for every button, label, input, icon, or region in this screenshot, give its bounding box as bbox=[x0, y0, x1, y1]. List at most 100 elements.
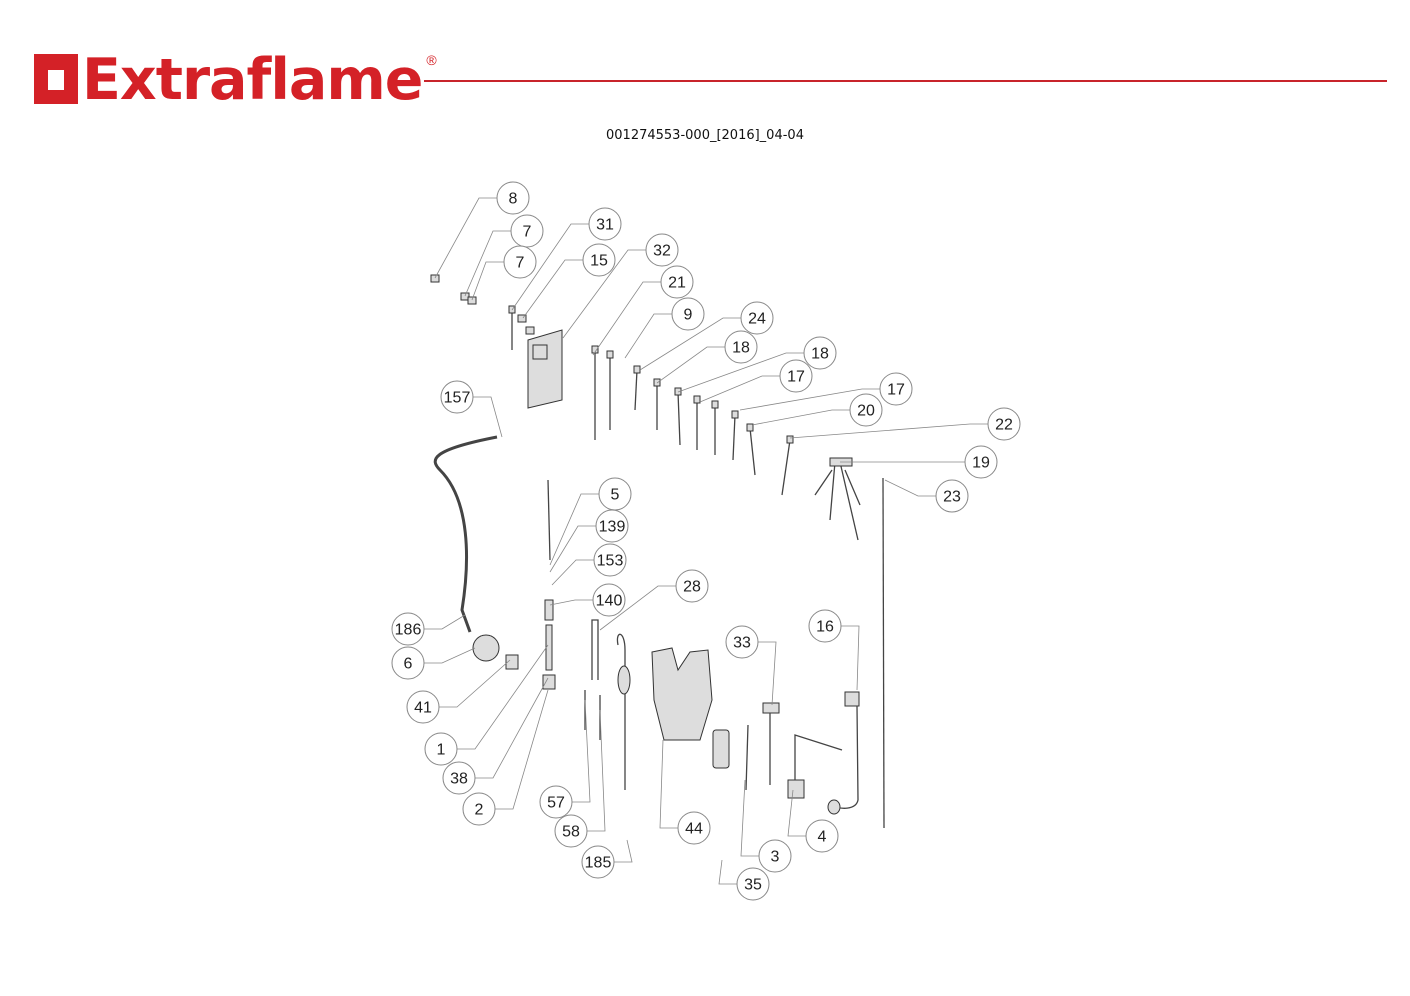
callout-58: 58 bbox=[554, 814, 588, 848]
callout-label: 57 bbox=[547, 795, 565, 812]
callout-circle bbox=[675, 569, 709, 603]
leader-line bbox=[787, 789, 806, 837]
leader-line bbox=[758, 641, 777, 706]
leader-line bbox=[475, 677, 549, 779]
callout-label: 15 bbox=[590, 253, 608, 270]
callout-57: 57 bbox=[539, 785, 573, 819]
leader-line bbox=[549, 599, 593, 606]
leader-line bbox=[656, 346, 725, 384]
leader-line bbox=[424, 647, 476, 664]
leader-line bbox=[599, 585, 676, 631]
wiring-harness bbox=[814, 461, 861, 541]
callout-label: 7 bbox=[516, 255, 525, 272]
callout-circle bbox=[539, 785, 573, 819]
callout-circle bbox=[424, 732, 458, 766]
pin bbox=[545, 624, 553, 671]
callout-circle bbox=[935, 479, 969, 513]
callout-circle bbox=[660, 265, 694, 299]
callout-circle bbox=[462, 792, 496, 826]
callout-17: 17 bbox=[879, 372, 913, 406]
leader-line bbox=[841, 625, 860, 691]
callout-label: 19 bbox=[972, 455, 990, 472]
leader-line bbox=[624, 313, 672, 359]
cables-row bbox=[430, 274, 794, 496]
callout-185: 185 bbox=[581, 845, 615, 879]
callout-4: 4 bbox=[805, 819, 839, 853]
callout-circle bbox=[554, 814, 588, 848]
leader-line bbox=[751, 409, 850, 426]
leader-line bbox=[677, 352, 804, 393]
leader-line bbox=[739, 388, 880, 411]
callout-label: 2 bbox=[475, 802, 484, 819]
callout-circle bbox=[740, 301, 774, 335]
panel bbox=[651, 647, 713, 741]
callout-circle bbox=[671, 297, 705, 331]
remote-control bbox=[712, 729, 730, 769]
parts-drawing bbox=[430, 274, 885, 829]
callout-label: 8 bbox=[509, 191, 518, 208]
thermostat bbox=[787, 779, 805, 799]
callout-18: 18 bbox=[803, 336, 837, 370]
leader-line bbox=[473, 396, 503, 438]
callout-circle bbox=[645, 233, 679, 267]
callout-circle bbox=[391, 612, 425, 646]
callout-label: 18 bbox=[811, 346, 829, 363]
spring bbox=[544, 599, 554, 621]
pressure-switch bbox=[472, 634, 500, 662]
callout-label: 5 bbox=[611, 487, 620, 504]
document-code: 001274553-000_[2016]_04-04 bbox=[606, 128, 804, 143]
callout-label: 21 bbox=[668, 275, 686, 292]
callout-19: 19 bbox=[964, 445, 998, 479]
callout-label: 6 bbox=[404, 656, 413, 673]
callout-circle bbox=[987, 407, 1021, 441]
leader-line bbox=[522, 259, 583, 319]
brand-name: Extraflame bbox=[82, 47, 423, 113]
sensor-probe bbox=[591, 619, 599, 680]
connector bbox=[606, 350, 614, 359]
callout-31: 31 bbox=[588, 207, 622, 241]
callout-15: 15 bbox=[582, 243, 616, 277]
callout-circle bbox=[593, 543, 627, 577]
callout-circle bbox=[581, 845, 615, 879]
callout-17: 17 bbox=[779, 359, 813, 393]
leader-line bbox=[549, 525, 596, 573]
callout-circle bbox=[677, 811, 711, 845]
leader-line bbox=[464, 230, 511, 297]
callout-label: 44 bbox=[685, 821, 703, 838]
callout-label: 186 bbox=[395, 622, 422, 639]
leader-line bbox=[439, 659, 511, 708]
callout-2: 2 bbox=[462, 792, 496, 826]
fastener bbox=[525, 326, 535, 335]
leader-line bbox=[495, 689, 549, 810]
leader-line bbox=[424, 614, 466, 630]
leader-line bbox=[614, 839, 633, 863]
registered-mark: ® bbox=[426, 52, 437, 68]
callout-circle bbox=[391, 646, 425, 680]
callout-label: 17 bbox=[787, 369, 805, 386]
callout-label: 139 bbox=[599, 519, 626, 536]
power-cable bbox=[831, 705, 859, 809]
callout-label: 23 bbox=[943, 489, 961, 506]
cable bbox=[749, 427, 756, 476]
callout-circle bbox=[724, 330, 758, 364]
callout-28: 28 bbox=[675, 569, 709, 603]
callout-circle bbox=[725, 625, 759, 659]
callout-24: 24 bbox=[740, 301, 774, 335]
callout-20: 20 bbox=[849, 393, 883, 427]
fastener bbox=[467, 296, 477, 305]
callout-circle bbox=[758, 839, 792, 873]
rod bbox=[547, 479, 551, 561]
callout-label: 33 bbox=[733, 635, 751, 652]
thermostat-probe bbox=[794, 734, 843, 780]
callout-circle bbox=[879, 372, 913, 406]
callout-38: 38 bbox=[442, 761, 476, 795]
cable bbox=[634, 369, 638, 411]
sensor-sheath bbox=[617, 665, 631, 695]
header-rule bbox=[424, 80, 1387, 82]
callout-32: 32 bbox=[645, 233, 679, 267]
long-cable bbox=[882, 477, 885, 829]
callout-circle bbox=[808, 609, 842, 643]
power-plug bbox=[827, 799, 841, 815]
connector bbox=[693, 395, 701, 404]
